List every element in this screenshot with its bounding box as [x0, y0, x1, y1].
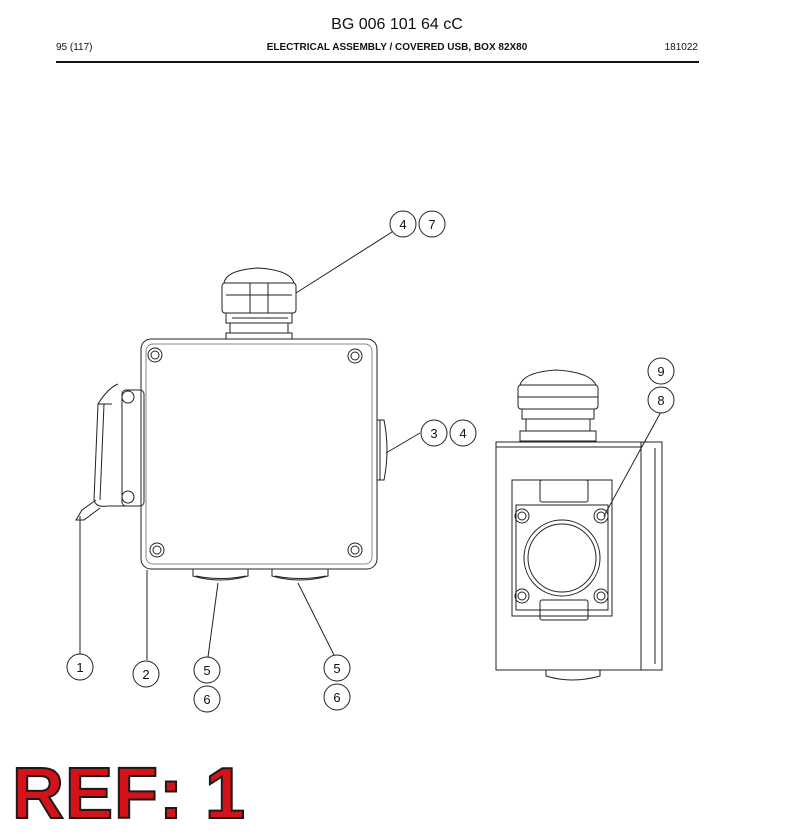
section-title: ELECTRICAL ASSEMBLY / COVERED USB, BOX 8… [266, 42, 528, 53]
page-number: 95 (117) [56, 42, 93, 53]
callout-9: 9 [647, 357, 675, 385]
date-code: 181022 [664, 42, 698, 53]
top-cable-gland [221, 267, 297, 340]
svg-text:5: 5 [203, 663, 210, 678]
callout-1: 1 [66, 653, 94, 681]
box-side-view [495, 369, 663, 681]
callout-5-left: 5 [193, 656, 221, 684]
callout-6-right: 6 [323, 683, 351, 711]
callout-7-top: 7 [418, 210, 446, 238]
svg-text:8: 8 [657, 393, 664, 408]
leader-lines [79, 231, 663, 660]
callout-3-right: 3 [420, 419, 448, 447]
svg-text:4: 4 [399, 217, 406, 232]
svg-text:6: 6 [203, 692, 210, 707]
svg-text:9: 9 [657, 364, 664, 379]
callout-4-top: 4 [389, 210, 417, 238]
bottom-glands [192, 569, 329, 581]
corner-screws [147, 347, 363, 558]
callout-group: 4 7 3 4 9 8 1 2 [66, 210, 675, 713]
ref-stamp: REF: 1 [11, 754, 247, 834]
callout-2: 2 [132, 660, 160, 688]
right-side-gland [377, 419, 388, 481]
svg-text:1: 1 [76, 660, 83, 675]
callout-5-right: 5 [323, 654, 351, 682]
left-socket-cover [75, 383, 145, 521]
svg-text:4: 4 [459, 426, 466, 441]
box-body [140, 338, 378, 570]
callout-6-left: 6 [193, 685, 221, 713]
callout-8: 8 [647, 386, 675, 414]
svg-text:6: 6 [333, 690, 340, 705]
main-box-front-view [75, 267, 388, 581]
svg-text:7: 7 [428, 217, 435, 232]
svg-text:3: 3 [430, 426, 437, 441]
header-rule [56, 61, 699, 63]
side-view-body [495, 441, 663, 671]
svg-text:2: 2 [142, 667, 149, 682]
svg-text:5: 5 [333, 661, 340, 676]
document-title: BG 006 101 64 cC [331, 16, 463, 33]
callout-4-right: 4 [449, 419, 477, 447]
